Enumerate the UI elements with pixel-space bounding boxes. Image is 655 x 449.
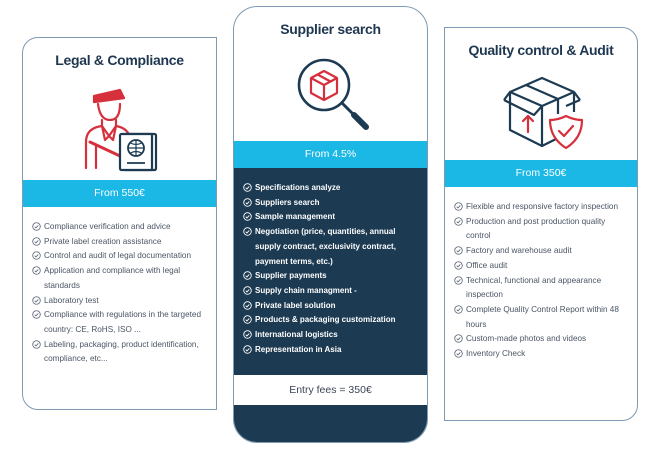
check-circle-icon bbox=[32, 251, 41, 261]
entry-fees: Entry fees = 350€ bbox=[234, 375, 427, 405]
list-item: Inventory Check bbox=[454, 347, 629, 362]
check-circle-icon bbox=[454, 217, 463, 226]
box-magnifier-icon bbox=[234, 51, 427, 135]
check-circle-icon bbox=[243, 315, 252, 325]
feature-list: Flexible and responsive factory inspecti… bbox=[445, 200, 637, 362]
check-circle-icon bbox=[243, 212, 252, 222]
check-circle-icon bbox=[454, 334, 463, 344]
price-bar: From 550€ bbox=[23, 180, 216, 207]
check-circle-icon bbox=[243, 300, 252, 310]
feature-list: Specifications analyze Suppliers search … bbox=[234, 181, 427, 357]
check-circle-icon bbox=[243, 227, 252, 236]
list-item: Representation in Asia bbox=[243, 343, 419, 358]
list-item: Production and post production quality c… bbox=[454, 215, 629, 244]
check-circle-icon bbox=[243, 286, 252, 295]
price-bar: From 350€ bbox=[445, 160, 637, 187]
list-item: Private label solution bbox=[243, 299, 419, 314]
card-title: Supplier search bbox=[280, 21, 381, 37]
check-circle-icon bbox=[454, 202, 463, 211]
check-circle-icon bbox=[243, 183, 252, 192]
check-circle-icon bbox=[454, 275, 463, 285]
check-circle-icon bbox=[454, 349, 463, 358]
list-item: Negotiation (price, quantities, annual s… bbox=[243, 225, 419, 269]
card-quality-control: Quality control & Audit From 350€ Flexib… bbox=[444, 27, 638, 421]
check-circle-icon bbox=[454, 305, 463, 314]
list-item: Custom-made photos and videos bbox=[454, 332, 629, 347]
check-circle-icon bbox=[243, 330, 252, 339]
check-circle-icon bbox=[32, 237, 41, 246]
list-item: Supplier payments bbox=[243, 269, 419, 284]
check-circle-icon bbox=[32, 222, 41, 231]
list-item: Suppliers search bbox=[243, 196, 419, 211]
check-circle-icon bbox=[243, 197, 252, 207]
price-bar: From 4.5% bbox=[234, 141, 427, 168]
list-item: Laboratory test bbox=[32, 294, 208, 309]
check-circle-icon bbox=[32, 266, 41, 275]
list-item: Private label creation assistance bbox=[32, 235, 208, 250]
list-item: Application and compliance with legal st… bbox=[32, 264, 208, 293]
package-shield-icon bbox=[445, 68, 637, 154]
list-item: Compliance with regulations in the targe… bbox=[32, 308, 208, 337]
card-legal-compliance: Legal & Compliance bbox=[22, 37, 217, 410]
card-title: Legal & Compliance bbox=[55, 52, 184, 68]
list-item: Control and audit of legal documentation bbox=[32, 249, 208, 264]
list-item: Factory and warehouse audit bbox=[454, 244, 629, 259]
list-item: Compliance verification and advice bbox=[32, 220, 208, 235]
list-item: Supply chain managment - bbox=[243, 284, 419, 299]
list-item: Sample management bbox=[243, 210, 419, 225]
list-item: Flexible and responsive factory inspecti… bbox=[454, 200, 629, 215]
check-circle-icon bbox=[32, 310, 41, 319]
check-circle-icon bbox=[454, 261, 463, 270]
card-title: Quality control & Audit bbox=[468, 42, 614, 58]
list-item: Labeling, packaging, product identificat… bbox=[32, 338, 208, 367]
list-item: International logistics bbox=[243, 328, 419, 343]
list-item: Products & packaging customization bbox=[243, 313, 419, 328]
customs-officer-passport-icon bbox=[23, 80, 216, 172]
check-circle-icon bbox=[243, 345, 252, 354]
list-item: Office audit bbox=[454, 259, 629, 274]
check-circle-icon bbox=[32, 339, 41, 349]
check-circle-icon bbox=[243, 271, 252, 280]
feature-list: Compliance verification and advice Priva… bbox=[23, 220, 216, 367]
card-supplier-search: Supplier search From 4.5% Specifications… bbox=[233, 6, 428, 443]
list-item: Specifications analyze bbox=[243, 181, 419, 196]
check-circle-icon bbox=[32, 295, 41, 305]
list-item: Complete Quality Control Report within 4… bbox=[454, 303, 629, 332]
check-circle-icon bbox=[454, 246, 463, 255]
list-item: Technical, functional and appearance ins… bbox=[454, 274, 629, 303]
